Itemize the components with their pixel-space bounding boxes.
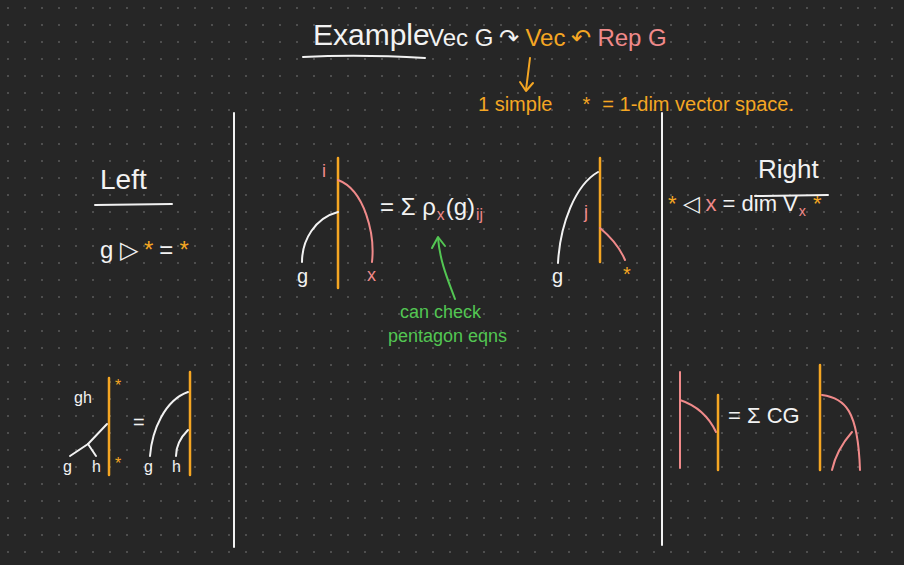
formula-row: g ▷*=*: [100, 238, 195, 262]
module-line: [717, 395, 720, 470]
math-label: h: [172, 459, 181, 475]
module-line: [337, 158, 340, 288]
pointer-arrow: [526, 58, 530, 90]
formula-term: *: [179, 238, 188, 262]
math-label: can check: [400, 303, 481, 321]
formula-row: *◁x= dim Vx*: [668, 193, 827, 218]
formula-term: = dim V: [723, 193, 798, 215]
math-label: pentagon eqns: [388, 327, 507, 345]
formula-row: 1 simple * = 1-dim vector space.: [478, 94, 800, 114]
math-label: Right: [758, 156, 819, 182]
arrow-head: [520, 82, 533, 91]
title: Example: [313, 20, 430, 50]
formula-term: Vec: [525, 26, 565, 50]
module-line: [189, 372, 192, 475]
group-strand: [88, 444, 96, 456]
formula-term: ↶: [571, 26, 591, 50]
subscript: x: [799, 204, 806, 218]
math-label: g: [144, 459, 153, 475]
math-label: *: [623, 264, 631, 284]
divider-line: [661, 113, 663, 545]
subscript: x: [437, 207, 445, 223]
formula-row: = Σ ρx(g)ij: [380, 195, 489, 223]
math-label: x: [367, 266, 376, 284]
formula-term: *: [144, 238, 153, 262]
module-line: [599, 158, 602, 262]
note-arrow: [438, 238, 455, 299]
rep-strand: [338, 180, 373, 262]
formula-term: Vec G: [428, 26, 493, 50]
formula-row: Vec G↷Vec↶Rep G: [428, 26, 673, 50]
formula-term: g ▷: [100, 238, 138, 262]
math-label: *: [115, 378, 121, 394]
divider-line: [233, 113, 235, 547]
title-underline: [303, 56, 425, 58]
formula-term: = Σ CG: [728, 405, 800, 427]
math-label: g: [297, 266, 308, 286]
group-strand: [558, 172, 598, 263]
group-strand: [70, 444, 88, 456]
rep-strand: [680, 400, 716, 432]
formula-term: Rep G: [597, 26, 666, 50]
formula-term: = Σ ρ: [380, 195, 436, 219]
rep-strand: [832, 432, 852, 470]
math-label: g: [552, 266, 563, 286]
formula-term: 1 simple: [478, 94, 552, 114]
formula-term: *: [582, 94, 590, 114]
module-line: [819, 365, 822, 470]
group-strand: [302, 212, 338, 262]
formula-term: (g): [446, 195, 475, 219]
group-strand: [176, 430, 188, 456]
formula-term: x: [706, 193, 717, 215]
heading-underline: [95, 204, 172, 205]
math-label: i: [322, 162, 326, 180]
formula-term: ◁: [683, 193, 700, 215]
formula-term: *: [668, 193, 677, 215]
math-label: j: [584, 203, 588, 221]
math-label: *: [115, 456, 121, 472]
math-label: h: [92, 459, 101, 475]
formula-row: = Σ CG: [728, 405, 806, 427]
module-line: [108, 378, 111, 475]
rep-strand: [822, 395, 860, 470]
formula-term: =: [159, 238, 173, 262]
arrow-head: [432, 237, 445, 248]
math-label: g: [63, 459, 72, 475]
rep-strand: [679, 372, 681, 468]
rep-strand: [600, 228, 625, 260]
group-strand: [150, 392, 188, 456]
math-label: =: [133, 412, 145, 432]
formula-term: *: [813, 193, 822, 215]
math-label: Left: [100, 166, 147, 194]
math-label: gh: [74, 390, 92, 406]
group-strand: [88, 424, 107, 444]
formula-term: = 1-dim vector space.: [602, 94, 794, 114]
subscript: ij: [476, 207, 483, 223]
formula-term: ↷: [499, 26, 519, 50]
